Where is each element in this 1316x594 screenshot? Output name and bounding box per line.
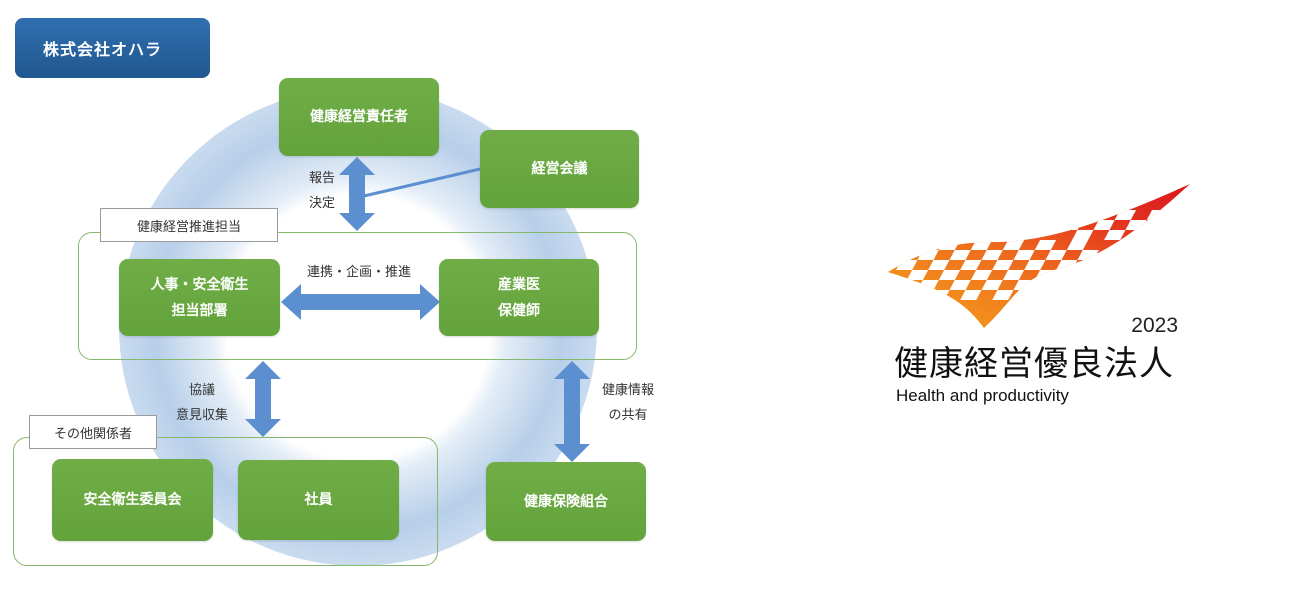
management-meeting-label: 経営会議: [531, 161, 588, 177]
insurance-label: 健康保険組合: [524, 493, 608, 510]
health-manager-node: 健康経営責任者: [279, 78, 439, 156]
safety-committee-label: 安全衛生委員会: [83, 492, 182, 508]
info-sharing-label: 健康情報 の共有: [588, 378, 668, 428]
share-label-line2: の共有: [608, 408, 648, 423]
health-insurance-node: 健康保険組合: [486, 462, 646, 541]
doctor-label-line1: 産業医: [498, 276, 540, 293]
hr-department-node: 人事・安全衛生 担当部署: [119, 259, 280, 336]
certification-title-jp: 健康経営優良法人: [894, 344, 1174, 384]
cooperation-arrow: [281, 284, 440, 320]
hr-label-line2: 担当部署: [171, 302, 228, 319]
others-group-label: その他関係者: [29, 415, 157, 449]
share-label-line1: 健康情報: [601, 383, 654, 398]
certification-year: 2023: [1131, 314, 1178, 337]
cooperation-label: 連携・企画・推進: [306, 265, 411, 280]
others-group-frame: [13, 437, 438, 566]
management-meeting-node: 経営会議: [480, 130, 639, 208]
certification-flag-logo: [888, 184, 1190, 328]
consult-label-line1: 協議: [188, 383, 215, 398]
consultation-label: 協議 意見収集: [162, 378, 242, 428]
doctor-label-line2: 保健師: [498, 302, 540, 319]
info-sharing-arrow: [554, 361, 590, 462]
company-name: 株式会社オハラ: [43, 40, 163, 59]
connector-layer: [245, 157, 590, 462]
consult-label-line2: 意見収集: [175, 408, 228, 423]
report-decision-label: 報告 決定: [300, 166, 344, 216]
hr-label-line1: 人事・安全衛生: [150, 276, 249, 293]
employees-label: 社員: [304, 492, 333, 508]
certification-title-en: Health and productivity: [896, 386, 1069, 405]
meeting-connector-line: [363, 167, 481, 198]
report-label-line2: 決定: [308, 196, 335, 211]
safety-committee-node: 安全衛生委員会: [52, 459, 213, 541]
employees-node: 社員: [238, 460, 399, 540]
health-manager-label: 健康経営責任者: [310, 109, 408, 125]
promotion-group-frame: [78, 232, 637, 360]
promotion-group-label: 健康経営推進担当: [100, 208, 278, 242]
background-ring: [119, 88, 597, 566]
report-label-line1: 報告: [308, 171, 335, 186]
consultation-arrow: [245, 361, 281, 437]
industrial-doctor-node: 産業医 保健師: [439, 259, 599, 336]
company-name-badge: 株式会社オハラ: [15, 18, 210, 78]
report-decision-arrow: [339, 157, 375, 231]
